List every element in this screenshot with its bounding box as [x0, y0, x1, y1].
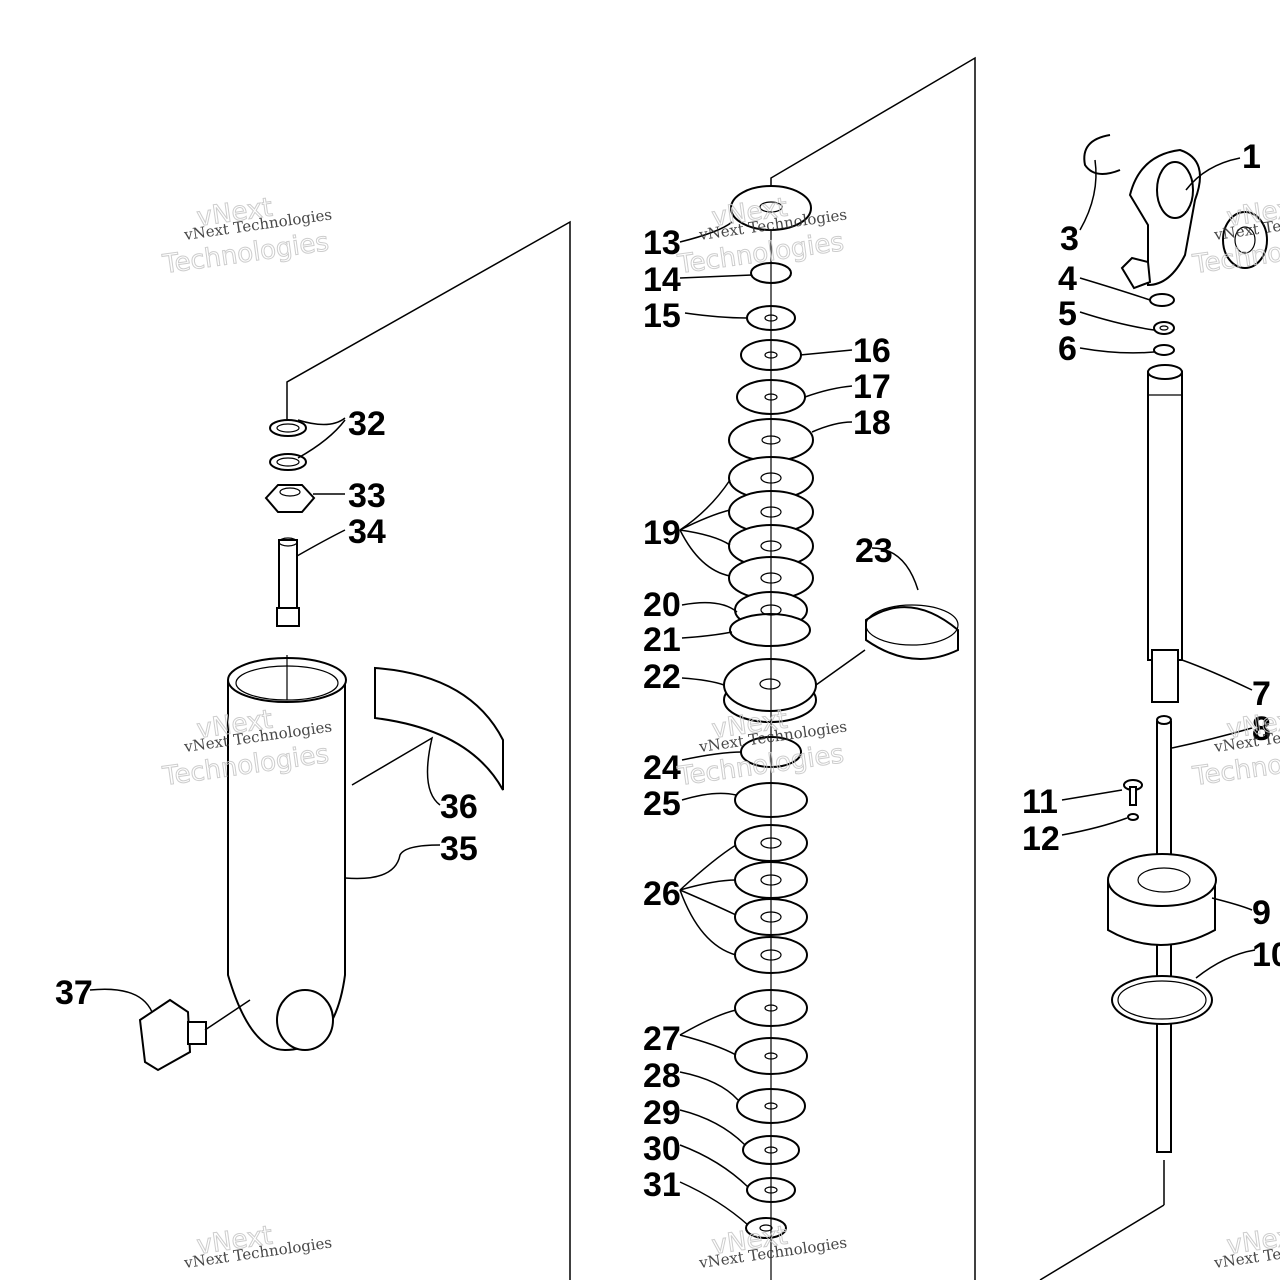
rod-7	[1147, 371, 1183, 661]
callout-16: 16	[853, 332, 891, 370]
callout-35: 35	[440, 830, 478, 868]
callout-10: 10	[1252, 936, 1280, 974]
callout-32: 32	[348, 405, 386, 443]
callout-20: 20	[643, 586, 681, 624]
callout-4: 4	[1058, 260, 1077, 298]
callout-22: 22	[643, 658, 681, 696]
bearing-2	[1222, 211, 1268, 269]
callout-21: 21	[643, 621, 681, 659]
callout-9: 9	[1252, 894, 1271, 932]
callout-7: 7	[1252, 675, 1271, 713]
washer-12	[1127, 813, 1139, 821]
callout-3: 3	[1060, 220, 1079, 258]
callout-15: 15	[643, 297, 681, 335]
callout-27: 27	[643, 1020, 681, 1058]
callout-34: 34	[348, 513, 386, 551]
callout-37: 37	[55, 974, 93, 1012]
callout-5: 5	[1058, 295, 1077, 333]
frame-lines	[286, 56, 1165, 1280]
washer-5	[1153, 321, 1175, 335]
callout-25: 25	[643, 785, 681, 823]
ring-6	[1153, 344, 1175, 356]
oring-10	[1111, 975, 1213, 1025]
callout-31: 31	[643, 1166, 681, 1204]
watermarks: vNext vNext Technologies Technologies vN…	[160, 192, 1280, 1272]
band-23	[865, 606, 959, 660]
center-stack	[679, 185, 959, 1280]
callout-23: 23	[855, 532, 893, 570]
callout-12: 12	[1022, 820, 1060, 858]
callout-33: 33	[348, 477, 386, 515]
right-assembly	[1061, 134, 1268, 1153]
callout-18: 18	[853, 404, 891, 442]
callout-17: 17	[853, 368, 891, 406]
callout-29: 29	[643, 1094, 681, 1132]
label-36	[374, 666, 504, 791]
callout-6: 6	[1058, 330, 1077, 368]
callout-28: 28	[643, 1057, 681, 1095]
callout-1: 1	[1242, 138, 1261, 176]
left-assembly	[89, 417, 504, 1072]
piston-22	[723, 658, 817, 712]
callout-13: 13	[643, 224, 681, 262]
callout-24: 24	[643, 749, 681, 787]
clip-3	[1083, 134, 1121, 175]
callout-30: 30	[643, 1130, 681, 1168]
callout-8: 8	[1252, 710, 1271, 748]
clip-4	[1149, 293, 1175, 307]
nut-33	[264, 484, 316, 513]
ring-21	[729, 613, 811, 647]
callout-14: 14	[643, 261, 681, 299]
callout-19: 19	[643, 514, 681, 552]
fitting-37	[138, 998, 192, 1072]
seal-32b	[269, 453, 307, 471]
callout-36: 36	[440, 788, 478, 826]
callout-11: 11	[1022, 783, 1058, 821]
seal-32a	[269, 419, 307, 437]
callout-26: 26	[643, 875, 681, 913]
washer-31	[745, 1217, 787, 1239]
callout-labels: 1 3 4 5 6 7 8 9 10 11 12 13 14 15 16 17 …	[55, 138, 1280, 1204]
